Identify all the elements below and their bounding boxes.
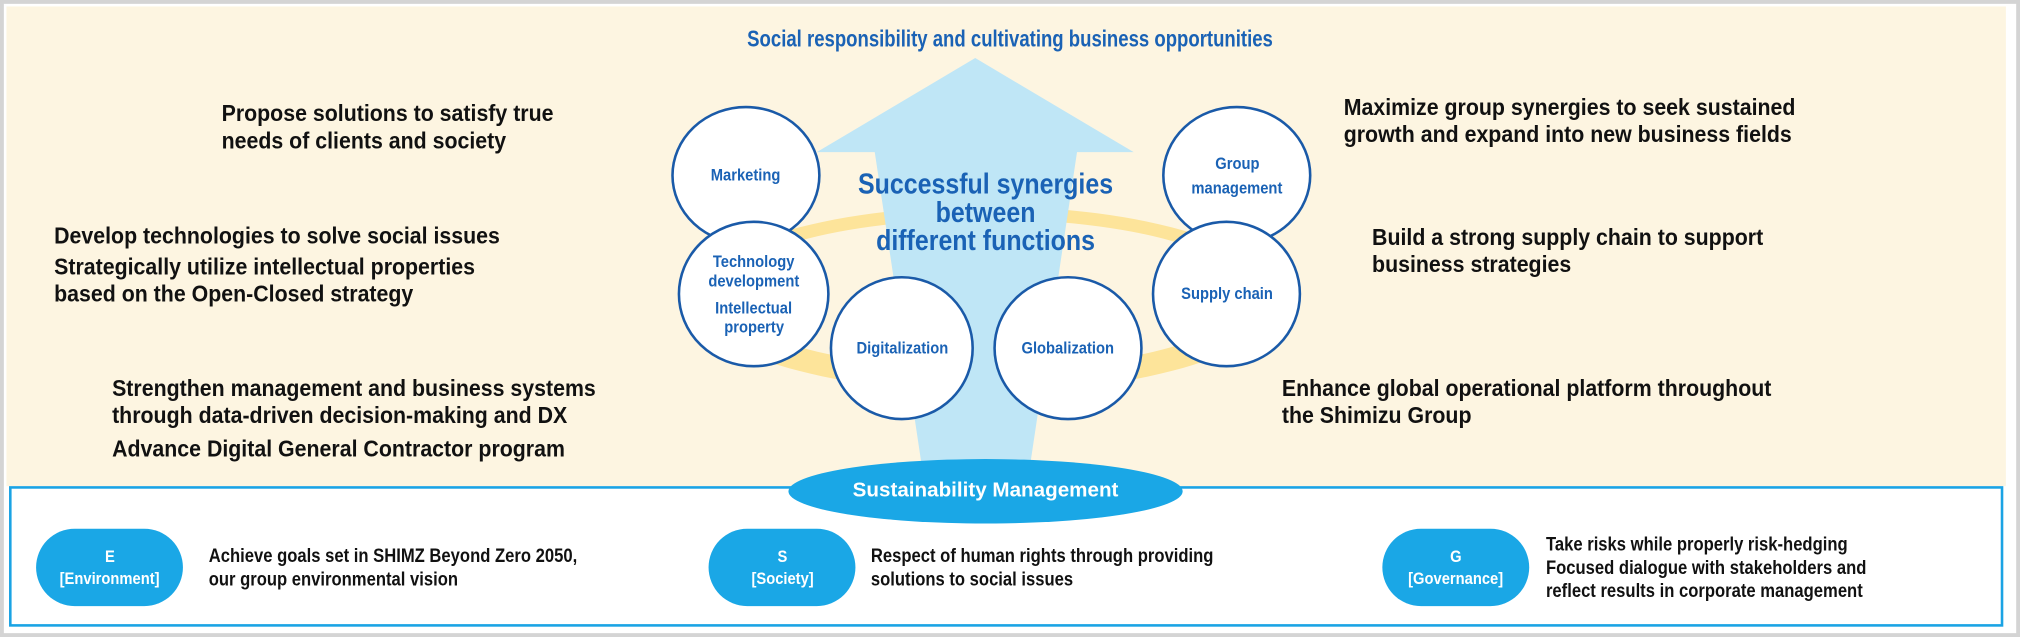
text-line: Advance Digital General Contractor progr… [112,435,565,462]
pill-name: [Society] [750,568,814,589]
text-technology: Develop technologies to solve social iss… [54,223,500,308]
text-line: based on the Open-Closed strategy [54,281,414,307]
circle-digitalization [829,275,974,421]
label-line: Globalization [1021,337,1115,358]
pill-letter: S [777,546,787,567]
sustainability-label: Sustainability Management [852,479,1119,502]
main-title: Social responsibility and cultivating bu… [747,25,1273,52]
upward-arrow [816,58,1134,488]
esg-text-society: Respect of human rights through providin… [871,545,1214,591]
center-heading: Successful synergies between different f… [858,170,1113,255]
text-line: reflect results in corporate management [1545,580,1863,603]
circle-globalization [993,275,1143,421]
label-group-management: Group management [1163,107,1310,244]
label-line: property [723,317,784,337]
pill-name: [Environment] [59,568,160,589]
text-line: solutions to social issues [870,568,1074,591]
label-line: Digitalization [855,337,948,358]
text-line: Develop technologies to solve social iss… [54,223,500,249]
circle-technology [677,220,830,368]
label-line: development [708,270,800,291]
text-group: Maximize group synergies to seek sustain… [1344,94,1796,148]
text-line: Maximize group synergies to seek sustain… [1343,94,1796,120]
pill-name: [Governance] [1408,568,1504,589]
text-line: the Shimizu Group [1281,402,1472,429]
text-dx: Strengthen management and business syste… [112,375,596,463]
esg-text-environment: Achieve goals set in SHIMZ Beyond Zero 2… [209,545,578,591]
esg-pill-society: S[Society] [708,528,856,607]
text-line: needs of clients and society [221,127,507,154]
label-line: Intellectual [715,297,793,318]
text-line: Take risks while properly risk-hedging [1545,533,1848,556]
label-supply-chain: Supply chain [1153,222,1300,366]
text-line: Strategically utilize intellectual prope… [54,254,475,280]
text-global: Enhance global operational platform thro… [1282,375,1772,429]
label-line: Marketing [711,165,781,185]
text-line: growth and expand into new business fiel… [1343,121,1792,148]
text-line: Focused dialogue with stakeholders and [1545,557,1867,579]
label-globalization: Globalization [995,277,1142,419]
center-line: between [935,196,1036,229]
text-line: Enhance global operational platform thro… [1281,375,1772,402]
label-line: management [1191,177,1283,197]
text-line: business strategies [1372,251,1572,278]
text-line: Achieve goals set in SHIMZ Beyond Zero 2… [208,545,578,568]
sustainability-management-badge: Sustainability Management [788,459,1183,524]
pill-letter: G [1450,546,1462,567]
text-line: our group environmental vision [208,568,459,591]
text-line: through data-driven decision-making and … [112,402,568,429]
label-line: Group [1214,152,1259,173]
text-line: Strengthen management and business syste… [112,375,596,402]
circle-supply-chain [1151,220,1302,368]
label-line: Supply chain [1180,283,1273,304]
esg-pill-environment: E[Environment] [36,528,183,607]
pill-letter: E [104,546,115,567]
text-line: Propose solutions to satisfy true [221,100,554,127]
label-marketing: Marketing [672,107,819,244]
center-line: different functions [876,224,1096,257]
center-line: Successful synergies [857,167,1114,200]
text-line: Respect of human rights through providin… [870,545,1214,568]
esg-pill-governance: G[Governance] [1382,528,1530,607]
label-digitalization: Digitalization [831,277,973,419]
label-line: Technology [712,251,795,271]
text-line: Build a strong supply chain to support [1372,224,1764,251]
